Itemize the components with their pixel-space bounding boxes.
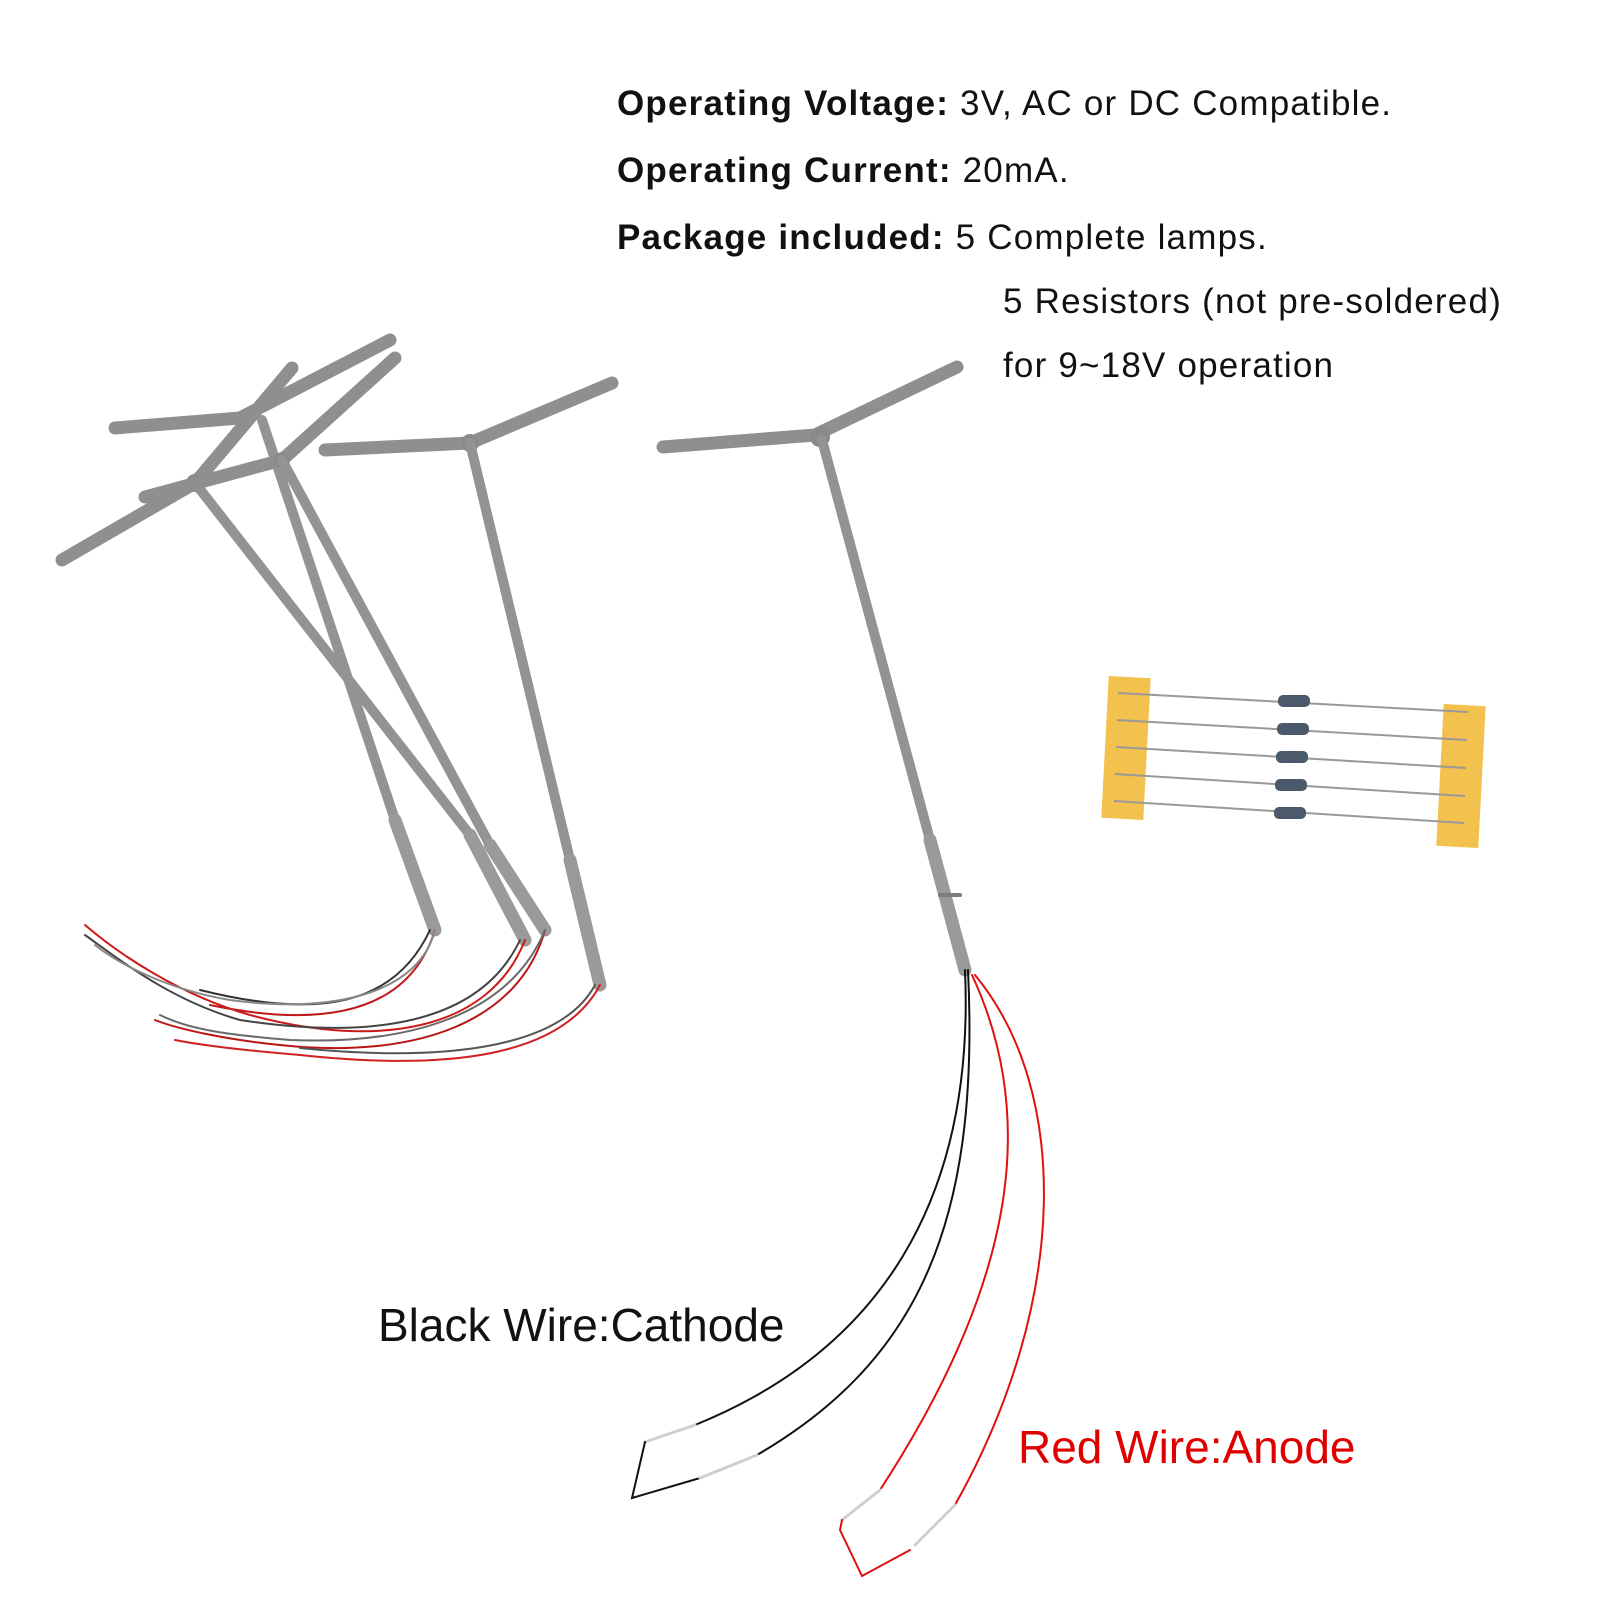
t-lamp bbox=[108, 333, 442, 937]
spec-current-value: 20mA. bbox=[962, 151, 1070, 190]
spec-current: Operating Current: 20mA. bbox=[617, 151, 1070, 191]
spec-package: Package included: 5 Complete lamps. bbox=[617, 218, 1268, 258]
spec-voltage-label: Operating Voltage: bbox=[617, 84, 950, 123]
spec-package-label: Package included: bbox=[617, 218, 945, 257]
spec-package-line: 5 Complete lamps. bbox=[955, 218, 1268, 257]
spec-current-label: Operating Current: bbox=[617, 151, 952, 190]
spec-package-line: 5 Resistors (not pre-soldered) bbox=[1003, 282, 1502, 321]
t-lamp bbox=[318, 376, 619, 992]
t-lamp-single bbox=[630, 360, 1045, 1578]
resistor-strip bbox=[1101, 675, 1486, 849]
spec-voltage: Operating Voltage: 3V, AC or DC Compatib… bbox=[617, 84, 1392, 124]
lamp-group bbox=[55, 333, 619, 1062]
t-lamp bbox=[138, 351, 552, 937]
spec-package-line: for 9~18V operation bbox=[1003, 346, 1335, 385]
red-wire-caption: Red Wire:Anode bbox=[1018, 1421, 1356, 1473]
black-wire-caption: Black Wire:Cathode bbox=[378, 1299, 785, 1351]
spec-voltage-value: 3V, AC or DC Compatible. bbox=[960, 84, 1393, 123]
